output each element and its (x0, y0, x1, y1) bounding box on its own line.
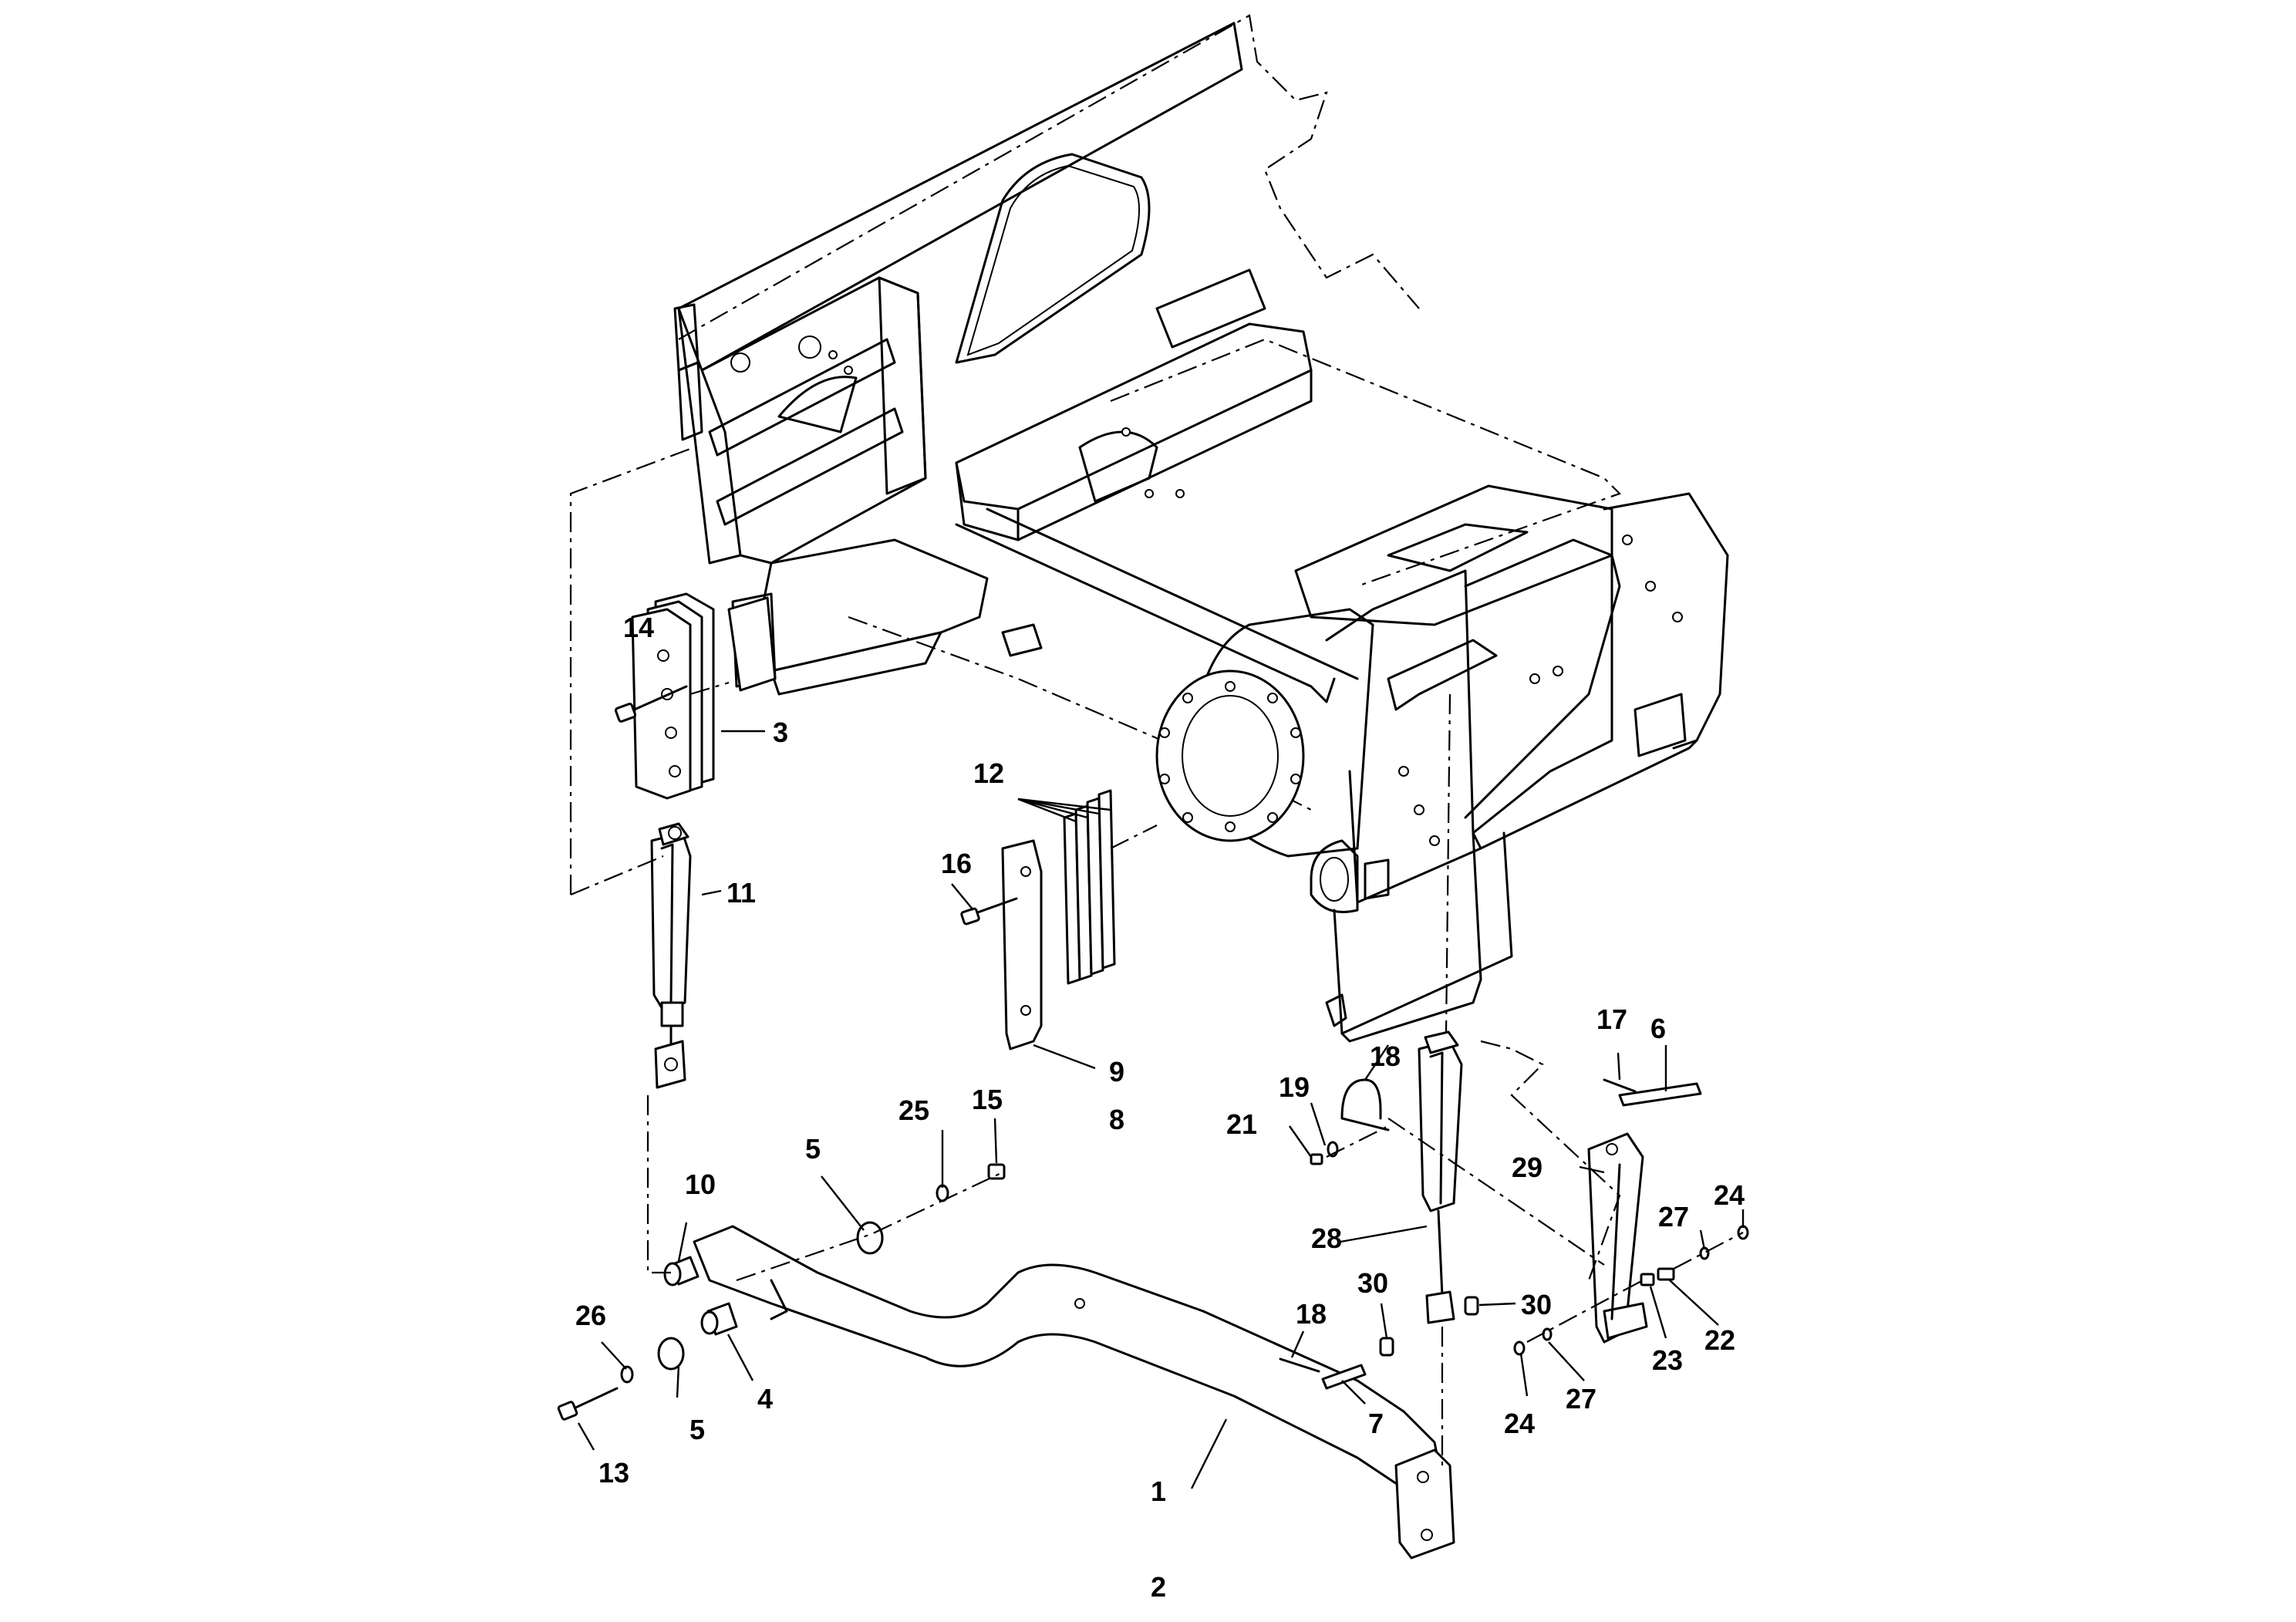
part-19-bolt (960, 897, 1018, 926)
callout-19: 16 (941, 848, 972, 879)
callout-15: 14 (623, 612, 654, 643)
callout-14: 12 (973, 757, 1004, 789)
part-18-pin-a (1279, 1357, 1320, 1373)
callout-6: 8 (1109, 1104, 1124, 1135)
frame-holes (730, 336, 1683, 846)
callout-3: 3 (773, 717, 788, 748)
part-27-washer-b (1542, 1327, 1553, 1341)
part-7-plate (1001, 839, 1043, 1050)
part-10-link (1587, 1132, 1648, 1344)
part-13-cylinder-left (650, 822, 692, 1089)
callout-1: 1 (1151, 1475, 1166, 1507)
part-27-washer-a (1699, 1246, 1710, 1260)
part-30-pin-b (1464, 1296, 1479, 1316)
callout-9: 28 (1311, 1222, 1342, 1254)
part-30-pin-a (1379, 1337, 1394, 1357)
part-12-pin (1618, 1082, 1702, 1107)
callout-7: 9 (1109, 1056, 1124, 1088)
part-21-u-pin (1340, 1078, 1382, 1120)
part-23-bolt (1310, 1153, 1323, 1165)
assembly-lines (569, 446, 1744, 1465)
part-14-shims (1063, 789, 1116, 985)
part-11-pin (1321, 1364, 1367, 1390)
callout-24: 26 (575, 1300, 606, 1331)
callout-22: 19 (1279, 1071, 1310, 1103)
leader-lines (577, 730, 1745, 1489)
part-26-spacer (1640, 1273, 1655, 1286)
callout-2: 2 (1151, 1571, 1166, 1603)
callout-28: 24 (1714, 1179, 1745, 1211)
part-9-cylinder-right (1418, 1030, 1463, 1324)
callout-5: 5 (805, 1133, 821, 1165)
part-25-plate (1657, 1267, 1675, 1281)
main-frame (673, 14, 1729, 1043)
callout-27: 27 (1658, 1201, 1689, 1233)
callout-30: 30 (1357, 1267, 1388, 1299)
callouts: 14 3 12 16 11 9 8 25 15 5 10 26 4 5 13 1… (575, 612, 1745, 1603)
part-3-plate-stack (631, 592, 715, 800)
callout-10: 29 (1512, 1152, 1542, 1183)
part-18-pin-b (1603, 1078, 1637, 1093)
callout-29: 24 (1504, 1408, 1535, 1439)
callout-4: 4 (757, 1383, 773, 1415)
callout-18: 17 (1596, 1003, 1627, 1035)
callout-18: 18 (1296, 1298, 1327, 1330)
callout-5: 5 (689, 1414, 705, 1445)
callout-24: 25 (899, 1094, 929, 1126)
callout-12: 6 (1650, 1013, 1666, 1044)
callout-26: 23 (1652, 1344, 1683, 1376)
bolt-circle (1159, 681, 1301, 832)
callout-8: 10 (685, 1168, 716, 1200)
callout-23: 21 (1226, 1108, 1257, 1140)
mount-block (727, 596, 777, 692)
callout-17: 15 (972, 1084, 1003, 1115)
callout-25: 22 (1704, 1324, 1735, 1356)
callout-16: 13 (598, 1457, 629, 1489)
callout-30: 30 (1521, 1289, 1552, 1320)
part-29-nut (1513, 1340, 1526, 1356)
callout-27: 27 (1566, 1383, 1596, 1415)
callout-13: 11 (727, 877, 756, 909)
callout-11: 7 (1368, 1408, 1384, 1439)
part-1-arm (693, 1225, 1455, 1560)
callout-21: 18 (1370, 1040, 1401, 1072)
part-15-bolt (614, 685, 688, 723)
